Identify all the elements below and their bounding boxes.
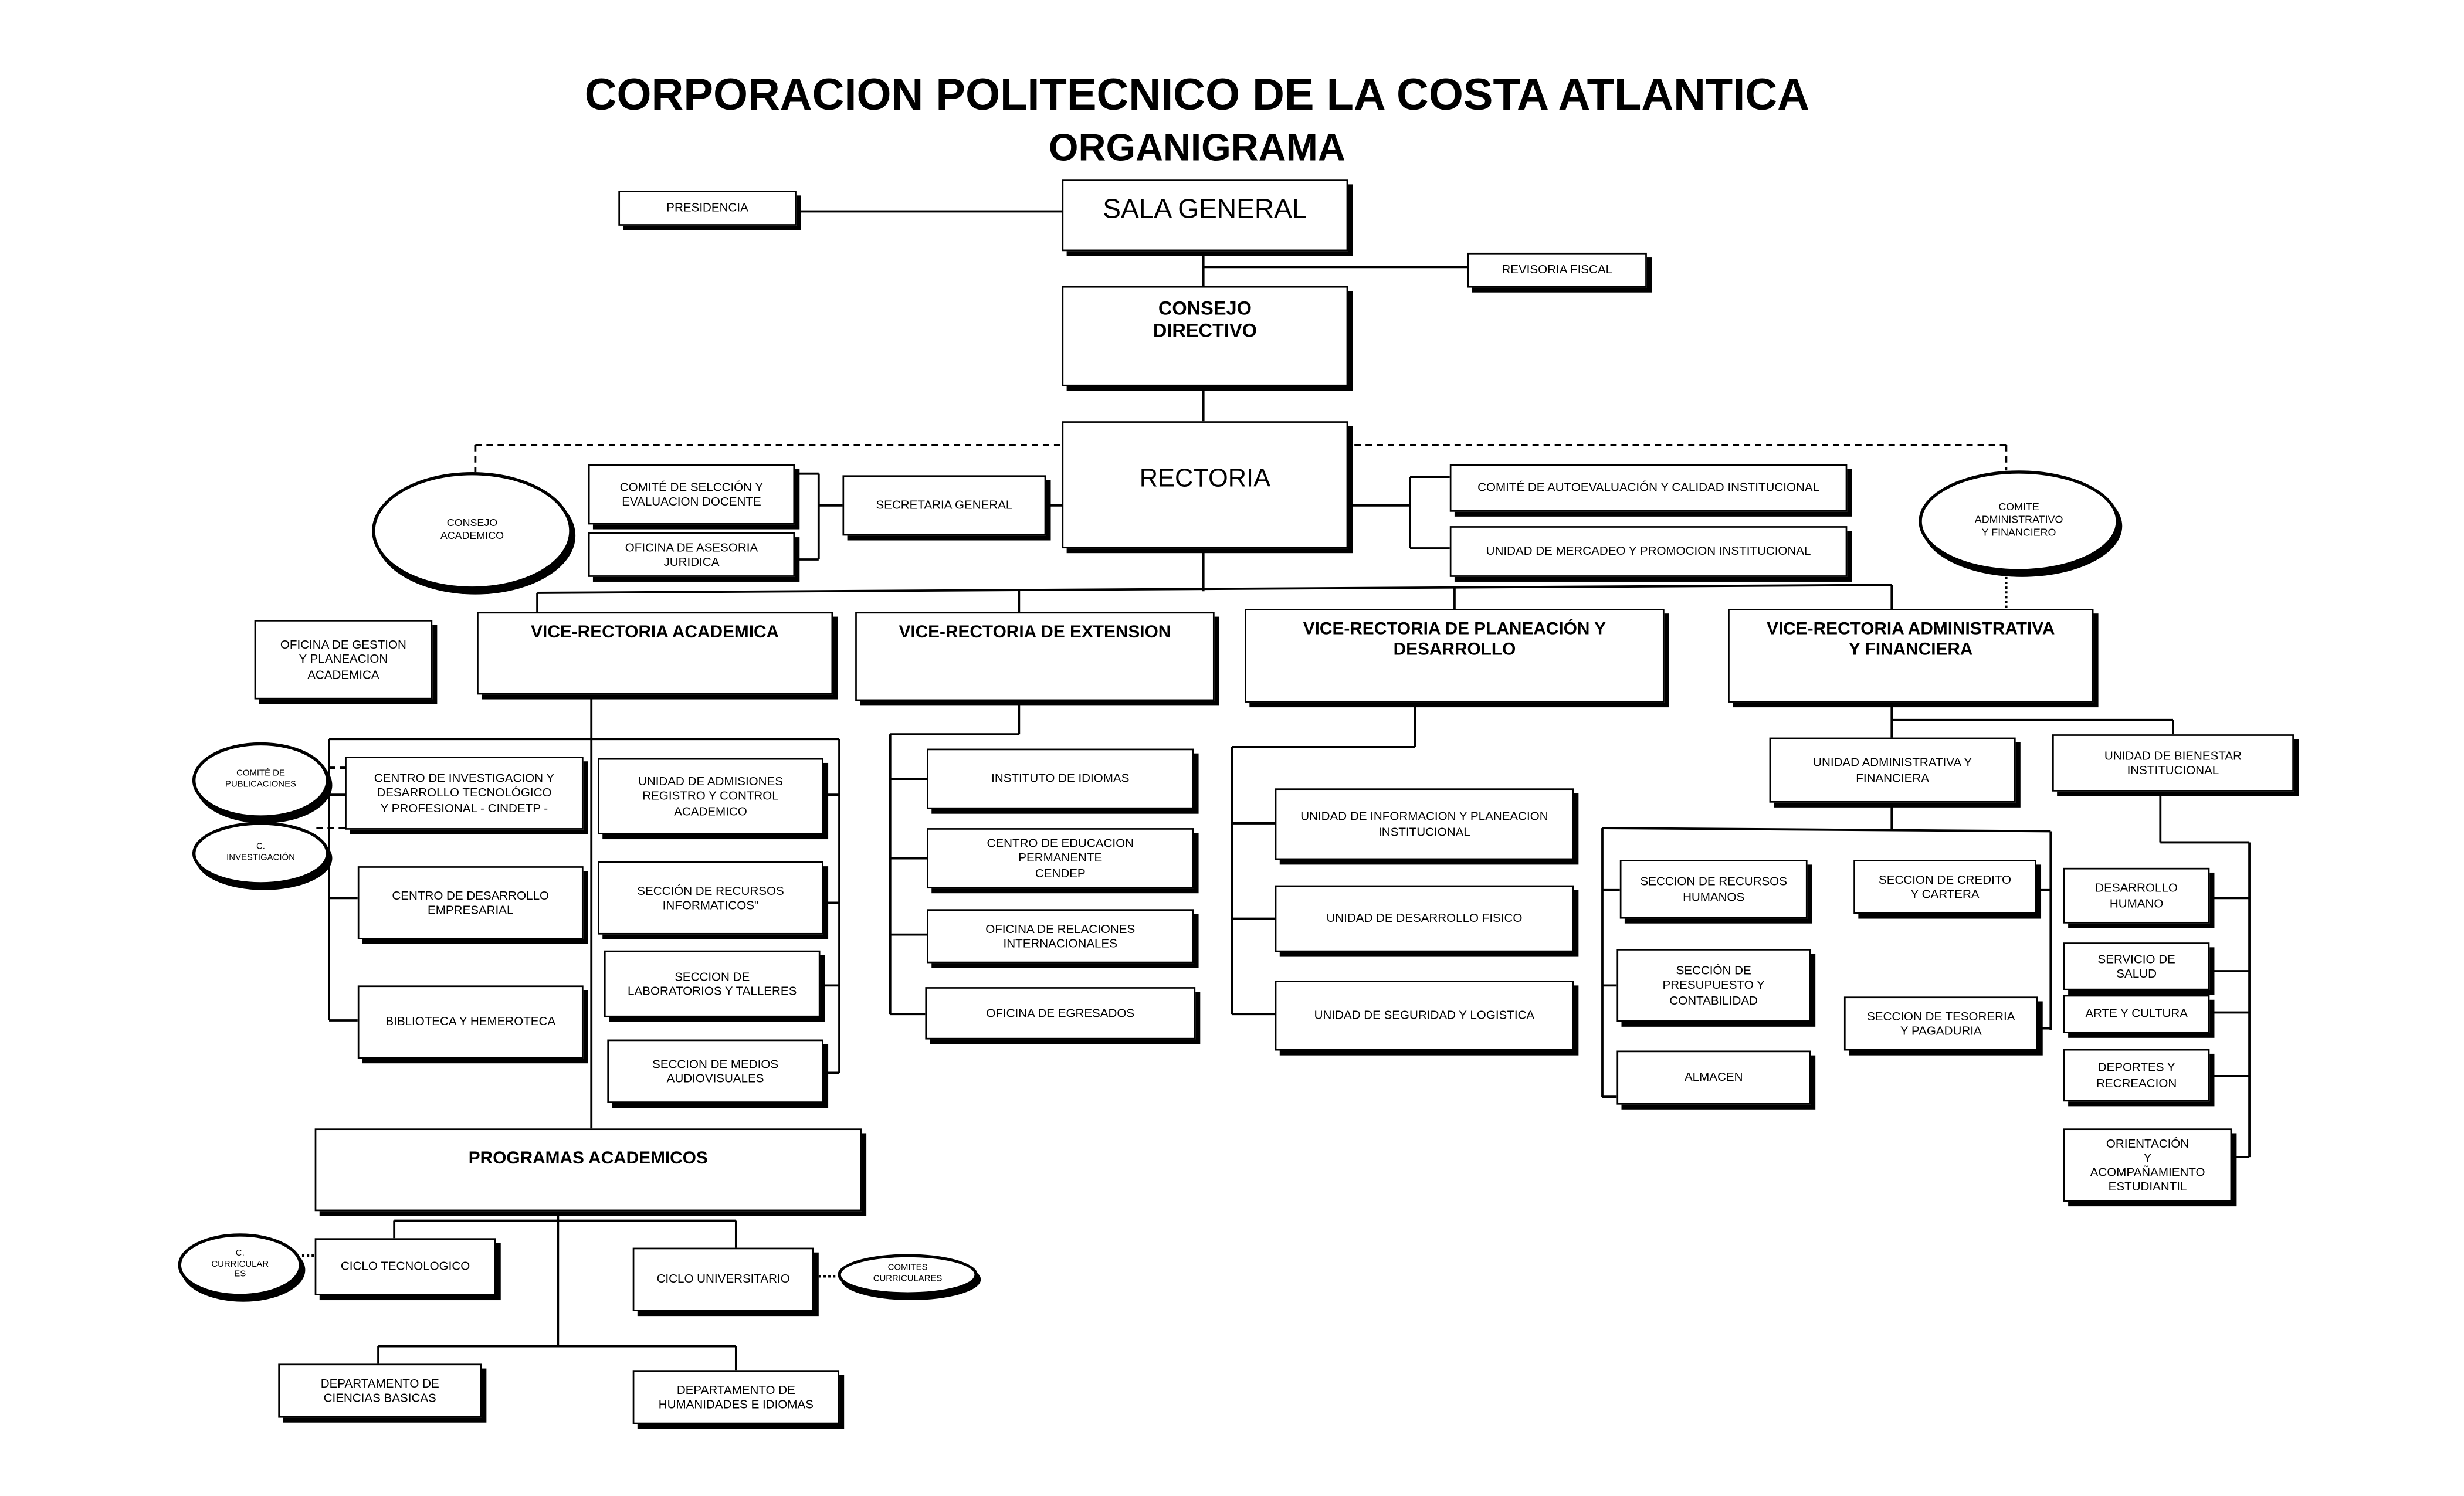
ellipse-consejo-academico: CONSEJO ACADEMICO	[372, 471, 572, 590]
box-comite-autoevaluacion: COMITÉ DE AUTOEVALUACIÓN Y CALIDAD INSTI…	[1449, 464, 1848, 512]
box-comite-seleccion: COMITÉ DE SELCCIÓN Y EVALUACION DOCENTE	[588, 464, 795, 525]
box-laboratorios: SECCION DE LABORATORIOS Y TALLERES	[604, 950, 821, 1017]
box-desarrollo-humano: DESARROLLO HUMANO	[2063, 867, 2210, 924]
box-educacion-permanente: CENTRO DE EDUCACION PERMANENTE CENDEP	[927, 828, 1194, 889]
box-revisoria-fiscal: REVISORIA FISCAL	[1467, 252, 1647, 288]
box-unidad-adm-fin: UNIDAD ADMINISTRATIVA Y FINANCIERA	[1769, 737, 2016, 803]
box-bienestar: UNIDAD DE BIENESTAR INSTITUCIONAL	[2052, 734, 2294, 792]
box-cindetp: CENTRO DE INVESTIGACION Y DESARROLLO TEC…	[345, 757, 584, 830]
box-info-planeacion: UNIDAD DE INFORMACION Y PLANEACION INSTI…	[1275, 788, 1574, 860]
box-desarrollo-fisico: UNIDAD DE DESARROLLO FISICO	[1275, 885, 1574, 952]
box-deportes: DEPORTES Y RECREACION	[2063, 1049, 2210, 1102]
box-presupuesto: SECCIÓN DE PRESUPUESTO Y CONTABILIDAD	[1616, 949, 1811, 1022]
box-humanidades: DEPARTAMENTO DE HUMANIDADES E IDIOMAS	[632, 1370, 840, 1424]
box-presidencia: PRESIDENCIA	[618, 191, 797, 226]
box-vr-planeacion: VICE-RECTORIA DE PLANEACIÓN Y DESARROLLO	[1245, 609, 1665, 703]
page-subtitle: ORGANIGRAMA	[1048, 127, 1345, 171]
box-recursos-informaticos: SECCIÓN DE RECURSOS INFORMATICOS"	[598, 861, 823, 935]
box-desarrollo-empresarial: CENTRO DE DESARROLLO EMPRESARIAL	[357, 866, 584, 939]
box-credito: SECCION DE CREDITO Y CARTERA	[1853, 860, 2036, 914]
box-rectoria: RECTORIA	[1062, 421, 1348, 549]
box-vr-administrativa: VICE-RECTORIA ADMINISTRATIVA Y FINANCIER…	[1728, 609, 2094, 703]
box-egresados: OFICINA DE EGRESADOS	[925, 987, 1196, 1040]
ellipse-comites-curriculares: COMITES CURRICULARES	[838, 1254, 978, 1295]
box-admisiones: UNIDAD DE ADMISIONES REGISTRO Y CONTROL …	[598, 758, 823, 834]
box-arte: ARTE Y CULTURA	[2063, 995, 2210, 1033]
ellipse-comite-publicaciones: COMITÉ DE PUBLICACIONES	[192, 742, 330, 819]
box-almacen: ALMACEN	[1616, 1050, 1811, 1105]
box-programas: PROGRAMAS ACADEMICOS	[314, 1128, 862, 1212]
box-tesoreria: SECCION DE TESORERIA Y PAGADURIA	[1843, 996, 2038, 1051]
ellipse-c-investigacion: C. INVESTIGACIÓN	[192, 822, 330, 886]
box-unidad-mercadeo: UNIDAD DE MERCADEO Y PROMOCION INSTITUCI…	[1449, 526, 1848, 577]
box-salud: SERVICIO DE SALUD	[2063, 942, 2210, 990]
page-title: CORPORACION POLITECNICO DE LA COSTA ATLA…	[584, 70, 1809, 120]
box-orientacion: ORIENTACIÓN Y ACOMPAÑAMIENTO ESTUDIANTIL	[2063, 1128, 2232, 1202]
box-ciencias-basicas: DEPARTAMENTO DE CIENCIAS BASICAS	[278, 1363, 482, 1418]
box-oficina-gestion: OFICINA DE GESTION Y PLANEACION ACADEMIC…	[254, 620, 433, 700]
box-recursos-humanos: SECCION DE RECURSOS HUMANOS	[1619, 860, 1808, 919]
box-biblioteca: BIBLIOTECA Y HEMEROTECA	[357, 985, 584, 1059]
ellipse-comite-adm-fin: COMITE ADMINISTRATIVO Y FINANCIERO	[1919, 470, 2119, 572]
box-medios: SECCION DE MEDIOS AUDIOVISUALES	[607, 1039, 823, 1103]
box-relaciones: OFICINA DE RELACIONES INTERNACIONALES	[927, 909, 1194, 964]
box-oficina-juridica: OFICINA DE ASESORIA JURIDICA	[588, 532, 795, 577]
box-ciclo-universitario: CICLO UNIVERSITARIO	[632, 1247, 814, 1311]
box-instituto-idiomas: INSTITUTO DE IDIOMAS	[927, 748, 1194, 809]
box-vr-academica: VICE-RECTORIA ACADEMICA	[477, 612, 833, 695]
box-secretaria-general: SECRETARIA GENERAL	[842, 475, 1046, 536]
box-ciclo-tecnologico: CICLO TECNOLOGICO	[314, 1238, 496, 1295]
box-sala-general: SALA GENERAL	[1062, 179, 1348, 252]
box-seguridad: UNIDAD DE SEGURIDAD Y LOGISTICA	[1275, 981, 1574, 1051]
box-consejo-directivo: CONSEJO DIRECTIVO	[1062, 286, 1348, 386]
ellipse-c-curriculares: C. CURRICULAR ES	[178, 1233, 302, 1297]
box-vr-extension: VICE-RECTORIA DE EXTENSION	[855, 612, 1215, 701]
